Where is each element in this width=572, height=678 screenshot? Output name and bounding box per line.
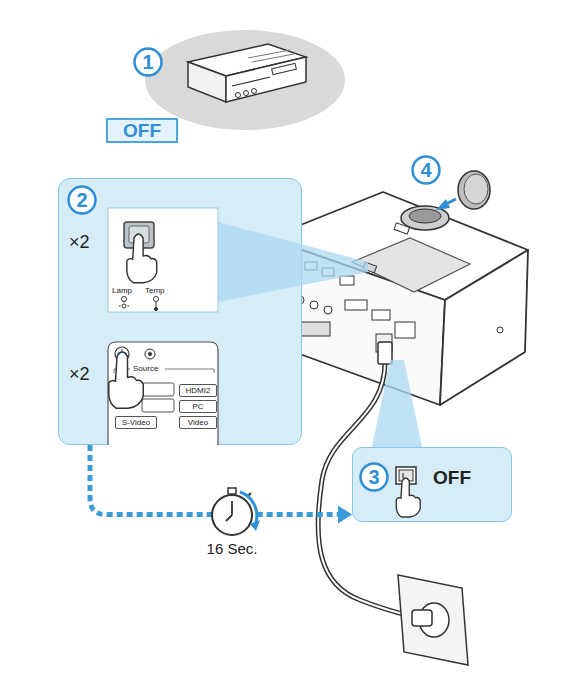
callout-number-text: 2 xyxy=(76,190,87,210)
remote-button-text: Video xyxy=(188,419,208,427)
remote-button: Video xyxy=(179,416,217,429)
button-group-label: Source xyxy=(133,365,158,373)
callout-number: 3 xyxy=(359,462,389,492)
remote-button: PC xyxy=(179,400,217,413)
callout-number-text: 1 xyxy=(142,52,153,72)
arrow-head xyxy=(338,506,352,524)
callout-wedge xyxy=(372,360,422,447)
wall-outlet xyxy=(398,575,468,665)
remote-button-text: S-Video xyxy=(122,419,150,427)
step-panel-text: ×2 xyxy=(69,365,90,383)
callout-number: 4 xyxy=(411,155,441,185)
off-label-text: OFF xyxy=(123,121,161,140)
off-label: OFF xyxy=(106,118,178,143)
remote-button: S-Video xyxy=(115,416,157,429)
indicator-label: Lamp xyxy=(112,287,132,295)
callout-number: 2 xyxy=(67,185,97,215)
edge-label: 16 Sec. xyxy=(207,541,258,556)
number-circle-outline xyxy=(135,49,162,76)
number-circle-outline xyxy=(413,157,440,184)
number-circle-outline xyxy=(361,464,388,491)
step-panel-text: OFF xyxy=(433,468,471,487)
video-recorder xyxy=(145,30,345,130)
step-panel: ×2 ×2 2HDMI2PC S-Video Video xyxy=(58,178,302,445)
step-panel: OFF 3 xyxy=(352,447,512,522)
remote-button-text: PC xyxy=(192,403,203,411)
lens-cap xyxy=(436,171,490,210)
number-circle-outline xyxy=(69,187,96,214)
remote-button: HDMI2 xyxy=(179,384,217,397)
dotted-arrow-line xyxy=(90,445,340,515)
dotted-arrow xyxy=(90,445,352,524)
callout-number: 1 xyxy=(133,47,163,77)
indicator-label: Temp xyxy=(145,287,165,295)
step-panel-text: ×2 xyxy=(69,233,90,251)
callout-number-text: 3 xyxy=(368,467,379,487)
callout-number-text: 4 xyxy=(420,160,431,180)
projector xyxy=(268,192,528,405)
remote-button-text: HDMI2 xyxy=(186,387,211,395)
stopwatch xyxy=(212,488,260,535)
